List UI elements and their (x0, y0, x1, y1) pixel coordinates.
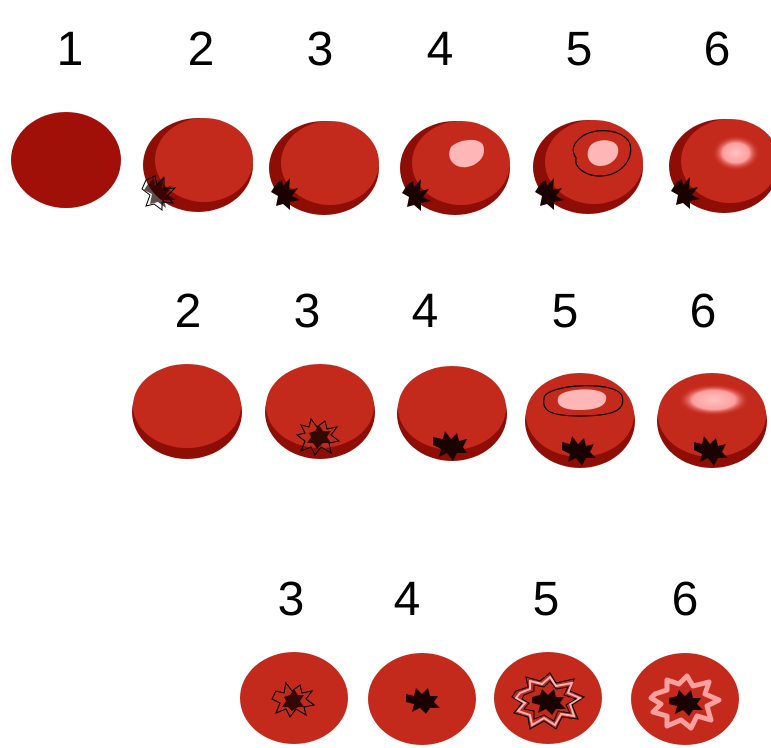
sphere-outlined-burn-mark-icon (265, 363, 375, 461)
disc-burn-outlined-rings-icon (494, 651, 602, 745)
step-label: 3 (278, 576, 305, 624)
sphere-plain-icon (132, 364, 242, 460)
sphere-outlined-burn-mark-icon (142, 116, 254, 214)
sphere-burn-mark-icon (397, 365, 507, 463)
step-label: 5 (566, 26, 593, 74)
step-label: 4 (427, 26, 454, 74)
step-label: 5 (552, 288, 579, 336)
sphere-burn-highlight-icon (399, 119, 511, 217)
disc-burn-mark-icon (368, 652, 476, 746)
disc-outlined-burn-mark-icon (240, 651, 348, 745)
sphere-burn-mark-icon (268, 120, 380, 216)
step-label: 2 (175, 288, 202, 336)
step-label: 6 (704, 26, 731, 74)
sphere-burn-outlined-highlight-icon (524, 372, 636, 470)
sphere-burn-soft-highlight-icon (668, 117, 771, 215)
step-label: 4 (394, 576, 421, 624)
step-label: 1 (57, 26, 84, 74)
step-label: 3 (294, 288, 321, 336)
step-label: 5 (533, 576, 560, 624)
step-label: 2 (188, 26, 215, 74)
sphere-burn-outlined-highlight-icon (532, 118, 644, 216)
step-label: 6 (690, 288, 717, 336)
disc-burn-pink-ring-icon (631, 652, 739, 746)
step-label: 4 (412, 288, 439, 336)
plain-dark-sphere-icon (11, 111, 121, 209)
step-label: 6 (672, 576, 699, 624)
step-label: 3 (307, 26, 334, 74)
sphere-burn-soft-highlight-icon (656, 372, 768, 470)
